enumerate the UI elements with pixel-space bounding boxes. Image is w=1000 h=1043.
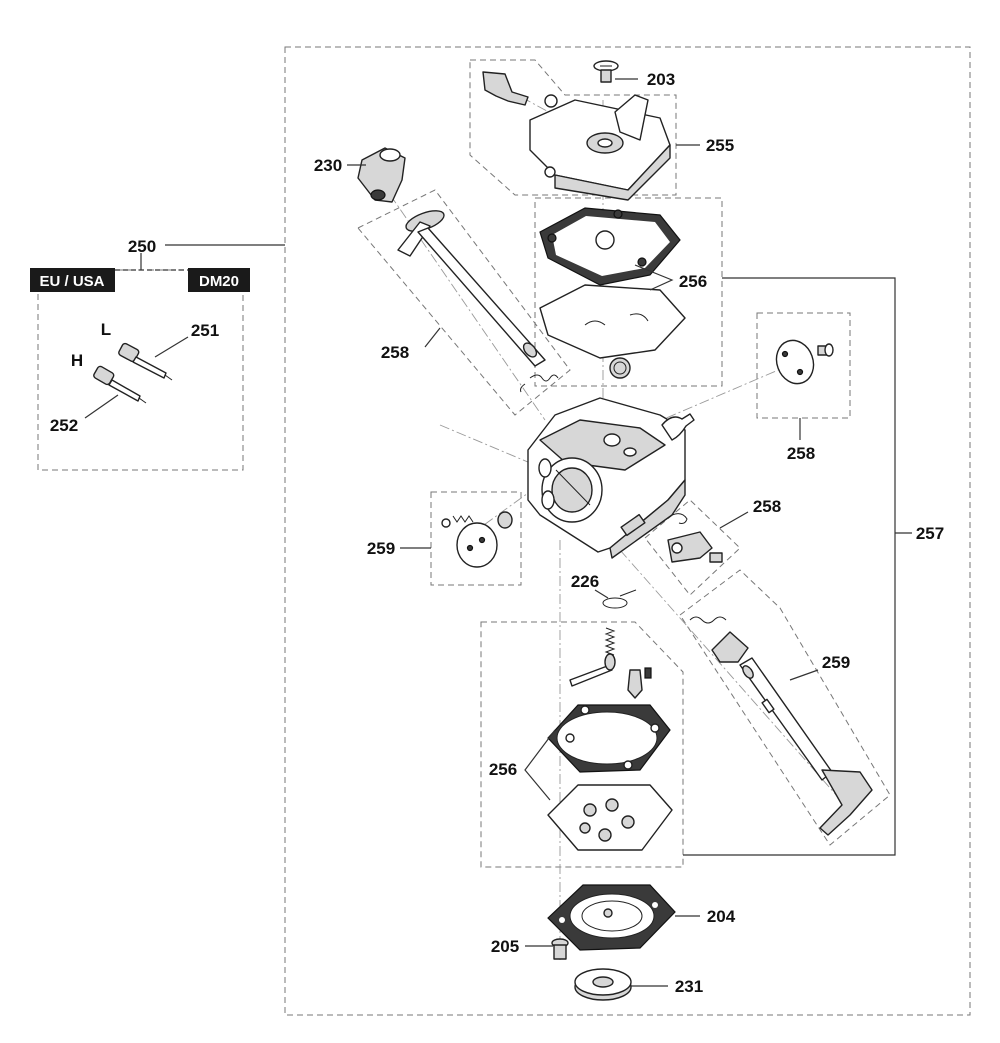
callout-259-right: 259 (822, 653, 850, 672)
cover-255-part (482, 71, 671, 201)
callout-257: 257 (916, 524, 944, 543)
callout-255: 255 (706, 136, 734, 155)
callout-203: 203 (647, 70, 675, 89)
carburetor-body-part (527, 397, 695, 559)
badge-dm20-label: DM20 (199, 273, 239, 290)
callout-259-left: 259 (367, 539, 395, 558)
badge-eu-usa (30, 268, 115, 292)
screen-filter-part (609, 357, 631, 379)
callout-231: 231 (675, 977, 703, 996)
choke-shaft-part (397, 210, 559, 393)
axis-choke (379, 179, 546, 421)
needle-kit-frame (37, 269, 244, 471)
callout-230: 230 (314, 156, 342, 175)
needle-h-part (93, 365, 147, 404)
leader-252 (84, 394, 119, 419)
washer-231-part (574, 968, 632, 1001)
badge-eu-usa-label: EU / USA (39, 273, 104, 290)
axis-left (439, 424, 536, 466)
leader-256-top (634, 264, 674, 291)
main-assembly-frame (284, 46, 971, 1016)
callout-258-mid: 258 (753, 497, 781, 516)
letter-h: H (71, 351, 83, 370)
throttle-plate-259-part (441, 511, 513, 568)
screw-205-part (551, 938, 569, 960)
callout-250: 250 (128, 237, 156, 256)
plate-258-part (775, 339, 834, 385)
callout-252: 252 (50, 416, 78, 435)
throttle-plate-group-frame (430, 491, 522, 586)
throttle-shaft-259-part (689, 616, 873, 836)
choke-knob-230-part (357, 147, 406, 203)
top-gasket-256-part (539, 207, 681, 286)
leader-256-bottom (524, 729, 556, 801)
plate-group-frame (756, 312, 851, 419)
badge-dm20 (188, 268, 250, 292)
top-diaphragm-256-part (539, 284, 686, 359)
letter-l: L (101, 320, 111, 339)
leader-259-right (789, 669, 819, 681)
screw-203-part (593, 60, 619, 83)
callout-226: 226 (571, 572, 599, 591)
axis-throttle (619, 549, 846, 806)
leader-226 (594, 589, 609, 599)
leader-251 (154, 336, 189, 358)
callout-205: 205 (491, 937, 519, 956)
leader-258-mid (719, 511, 749, 529)
callout-204: 204 (707, 907, 736, 926)
axis-plate (649, 364, 791, 426)
clip-226-part (602, 589, 637, 609)
callout-256-top: 256 (679, 272, 707, 291)
throttle-shaft-group-frame (679, 569, 891, 846)
metering-diaphragm-256-part (547, 784, 673, 851)
leader-258-top (424, 327, 441, 348)
inlet-needle-assembly-part (569, 627, 652, 699)
leader-257 (683, 277, 896, 856)
bottom-cover-204-part (547, 884, 676, 951)
callout-258-right: 258 (787, 444, 815, 463)
choke-shaft-group-frame (357, 189, 571, 416)
needle-l-part (118, 342, 173, 381)
bottom-gasket-256-part (547, 704, 671, 773)
lever-258-part (667, 513, 723, 563)
callout-256-bottom: 256 (489, 760, 517, 779)
callout-258-top: 258 (381, 343, 409, 362)
bottom-gasket-group-frame (480, 621, 684, 868)
callout-251: 251 (191, 321, 219, 340)
lever-group-frame (644, 499, 741, 596)
